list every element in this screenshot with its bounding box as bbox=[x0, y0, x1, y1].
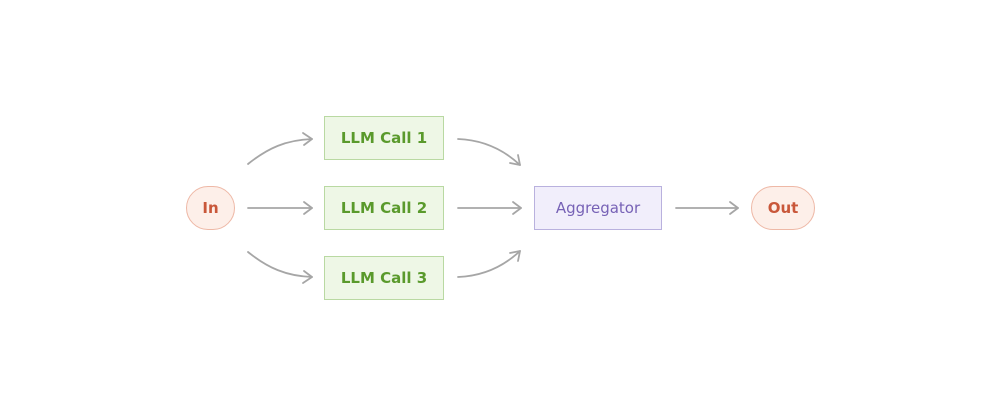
node-llm-call-2-label: LLM Call 2 bbox=[340, 199, 428, 217]
node-in-label: In bbox=[202, 199, 219, 217]
node-out: Out bbox=[751, 186, 815, 230]
node-llm-call-1-label: LLM Call 1 bbox=[340, 129, 428, 147]
arrow-llm3-to-agg bbox=[457, 250, 521, 278]
arrow-in-to-llm1 bbox=[247, 138, 313, 165]
node-aggregator: Aggregator bbox=[534, 186, 662, 230]
arrow-llm1-to-agg-head bbox=[509, 154, 521, 166]
node-aggregator-label: Aggregator bbox=[555, 199, 641, 217]
node-llm-call-3: LLM Call 3 bbox=[324, 256, 444, 300]
node-llm-call-2: LLM Call 2 bbox=[324, 186, 444, 230]
arrow-in-to-llm3-head bbox=[302, 270, 313, 284]
arrow-agg-to-out-head bbox=[729, 201, 739, 215]
node-llm-call-3-label: LLM Call 3 bbox=[340, 269, 428, 287]
node-in: In bbox=[186, 186, 235, 230]
arrow-llm3-to-agg-head bbox=[509, 250, 521, 262]
node-llm-call-1: LLM Call 1 bbox=[324, 116, 444, 160]
node-out-label: Out bbox=[767, 199, 799, 217]
arrow-llm2-to-agg-head bbox=[512, 201, 522, 215]
arrow-llm1-to-agg bbox=[457, 138, 521, 166]
arrow-in-to-llm1-head bbox=[302, 132, 313, 146]
arrow-in-to-llm3 bbox=[247, 251, 313, 278]
arrow-in-to-llm2-head bbox=[303, 201, 313, 215]
